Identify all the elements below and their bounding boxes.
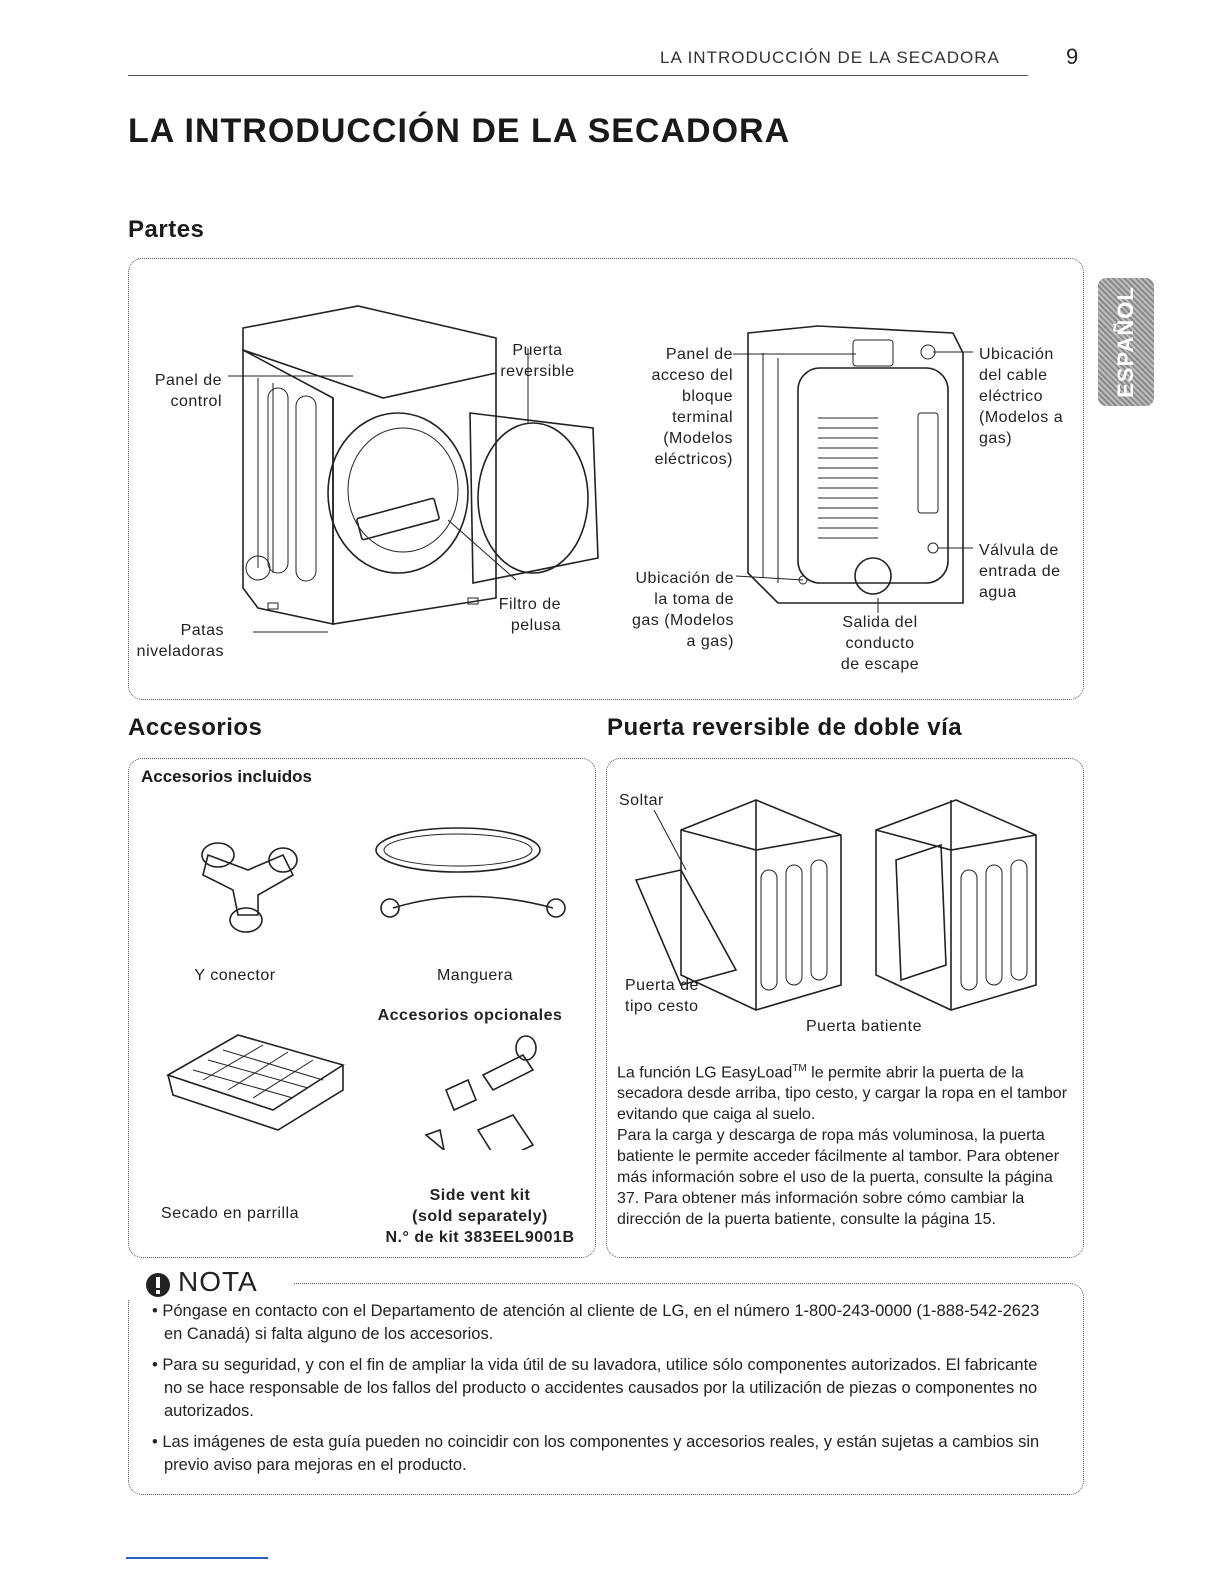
running-header: LA INTRODUCCIÓN DE LA SECADORA xyxy=(660,48,1000,68)
included-accessories-title: Accesorios incluidos xyxy=(141,767,312,787)
reversible-door-description: La función LG EasyLoadTM le permite abri… xyxy=(617,1058,1069,1230)
label-reversible-door: Puerta reversible xyxy=(490,340,585,382)
label-gas-inlet-location: Ubicación de la toma de gas (Modelos a g… xyxy=(608,568,734,652)
note-bullet-2: • Para su seguridad, y con el fin de amp… xyxy=(140,1354,1060,1423)
label-exhaust-outlet: Salida del conducto de escape xyxy=(820,612,940,675)
parts-section-title: Partes xyxy=(128,216,204,244)
trademark-symbol: TM xyxy=(792,1063,806,1074)
language-side-tab: ESPAÑOL xyxy=(1098,278,1154,406)
warning-icon xyxy=(145,1272,171,1298)
label-control-panel: Panel de control xyxy=(130,370,222,412)
optional-accessories-title: Accesorios opcionales xyxy=(360,1005,580,1026)
note-bullet-2-text: Para su seguridad, y con el fin de ampli… xyxy=(162,1356,1037,1420)
accessories-section-title: Accesorios xyxy=(128,714,262,742)
note-bullet-1-text: Póngase en contacto con el Departamento … xyxy=(162,1302,1039,1343)
label-swing-door: Puerta batiente xyxy=(806,1016,922,1037)
note-list: • Póngase en contacto con el Departament… xyxy=(140,1300,1060,1477)
reversible-door-section-title: Puerta reversible de doble vía xyxy=(607,714,962,742)
label-side-vent-kit: Side vent kit (sold separately) N.° de k… xyxy=(360,1185,600,1248)
label-drying-rack: Secado en parrilla xyxy=(150,1203,310,1224)
side-vent-kit-drawing xyxy=(426,1036,536,1150)
note-title: NOTA xyxy=(178,1266,258,1298)
label-lint-filter: Filtro de pelusa xyxy=(495,594,561,636)
label-terminal-block-panel: Panel de acceso del bloque terminal (Mod… xyxy=(620,344,733,470)
header-divider xyxy=(128,75,1028,76)
label-water-inlet-valve: Válvula de entrada de agua xyxy=(979,540,1079,603)
dryer-back-drawing xyxy=(748,326,963,603)
dryer-swing-door-drawing xyxy=(876,800,1036,1010)
note-bullet-3: • Las imágenes de esta guía pueden no co… xyxy=(140,1431,1060,1477)
label-basket-door: Puerta de tipo cesto xyxy=(625,975,699,1017)
footer-line xyxy=(126,1557,268,1559)
language-tab-label: ESPAÑOL xyxy=(1113,286,1139,398)
y-connector-drawing xyxy=(202,843,297,932)
drying-rack-drawing xyxy=(168,1035,343,1130)
description-part-1: La función LG EasyLoad xyxy=(617,1064,792,1081)
page-number: 9 xyxy=(1066,44,1078,70)
hose-drawing xyxy=(376,828,565,917)
note-bullet-3-text: Las imágenes de esta guía pueden no coin… xyxy=(162,1433,1039,1474)
label-power-cord-location: Ubicación del cable eléctrico (Modelos a… xyxy=(979,344,1079,449)
page-title: LA INTRODUCCIÓN DE LA SECADORA xyxy=(128,112,790,151)
label-y-connector: Y conector xyxy=(170,965,300,986)
note-bullet-1: • Póngase en contacto con el Departament… xyxy=(140,1300,1060,1346)
label-hose: Manguera xyxy=(405,965,545,986)
description-part-2: le permite abrir la puerta de la secador… xyxy=(617,1064,1067,1228)
label-leveling-feet: Patas niveladoras xyxy=(128,620,224,662)
